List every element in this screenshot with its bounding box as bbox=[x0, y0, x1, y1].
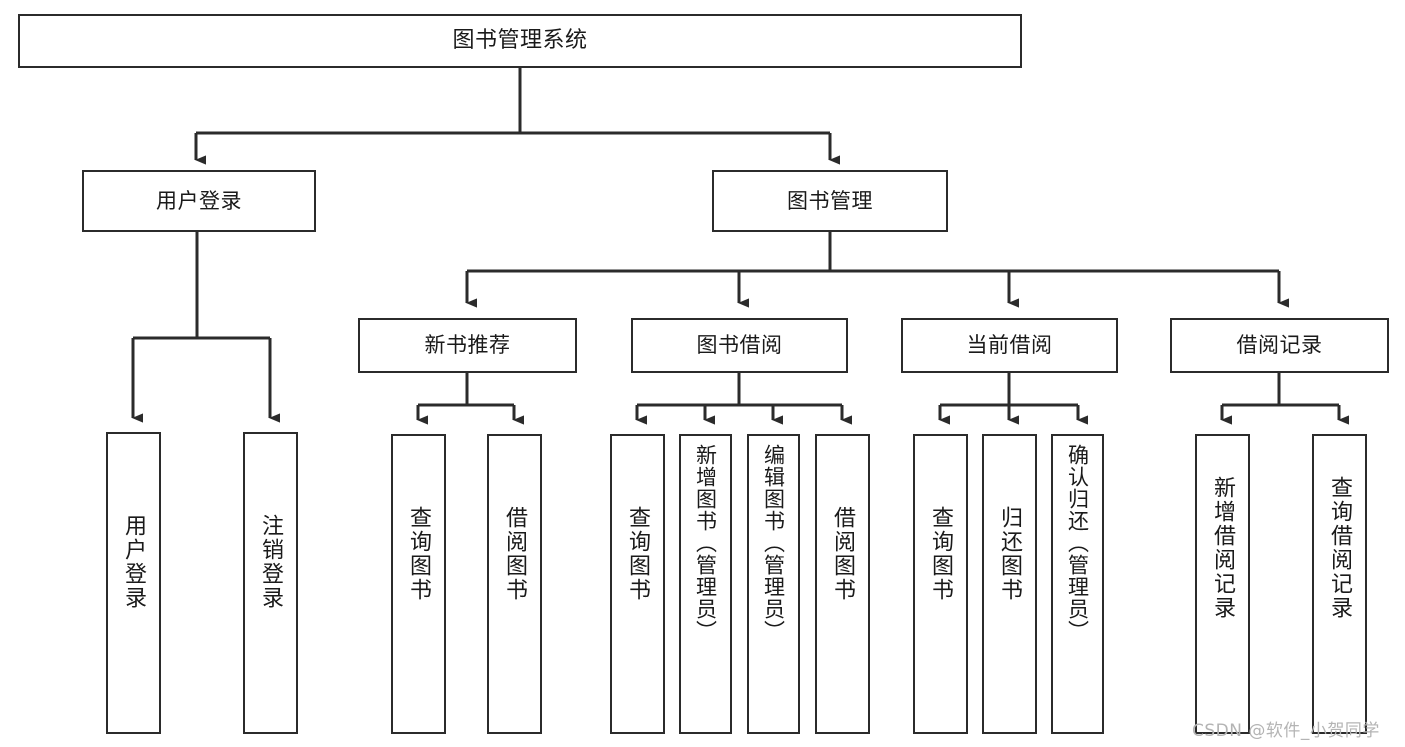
node-label: 借阅图书 bbox=[502, 506, 528, 602]
node-leaf-user-logout[interactable]: 注销登录 bbox=[243, 432, 298, 734]
node-current-borrow[interactable]: 当前借阅 bbox=[901, 318, 1118, 373]
node-root-system[interactable]: 图书管理系统 bbox=[18, 14, 1022, 68]
node-leaf-borrow-book-1[interactable]: 借阅图书 bbox=[487, 434, 542, 734]
node-label: 确认归还（管理员） bbox=[1065, 444, 1090, 642]
node-label: 查询图书 bbox=[406, 506, 432, 602]
node-label: 图书借阅 bbox=[696, 333, 783, 358]
node-leaf-add-book[interactable]: 新增图书（管理员） bbox=[679, 434, 732, 734]
node-leaf-return-book[interactable]: 归还图书 bbox=[982, 434, 1037, 734]
node-label: 新增借阅记录 bbox=[1210, 476, 1236, 620]
node-label: 查询借阅记录 bbox=[1327, 476, 1353, 620]
node-book-manage[interactable]: 图书管理 bbox=[712, 170, 948, 232]
node-label: 注销登录 bbox=[258, 514, 284, 610]
node-leaf-user-login[interactable]: 用户登录 bbox=[106, 432, 161, 734]
node-leaf-add-record[interactable]: 新增借阅记录 bbox=[1195, 434, 1250, 734]
node-leaf-borrow-book-2[interactable]: 借阅图书 bbox=[815, 434, 870, 734]
node-label: 图书管理 bbox=[787, 188, 873, 213]
node-label: 用户登录 bbox=[121, 514, 147, 610]
node-leaf-query-book-1[interactable]: 查询图书 bbox=[391, 434, 446, 734]
node-label: 借阅记录 bbox=[1236, 333, 1323, 358]
node-borrow-record[interactable]: 借阅记录 bbox=[1170, 318, 1389, 373]
node-leaf-edit-book[interactable]: 编辑图书（管理员） bbox=[747, 434, 800, 734]
node-book-borrow[interactable]: 图书借阅 bbox=[631, 318, 848, 373]
node-user-login[interactable]: 用户登录 bbox=[82, 170, 316, 232]
node-label: 用户登录 bbox=[156, 188, 242, 213]
node-label: 新增图书（管理员） bbox=[693, 444, 718, 642]
node-label: 当前借阅 bbox=[966, 333, 1053, 358]
node-leaf-confirm-return[interactable]: 确认归还（管理员） bbox=[1051, 434, 1104, 734]
node-leaf-query-book-2[interactable]: 查询图书 bbox=[610, 434, 665, 734]
node-leaf-query-record[interactable]: 查询借阅记录 bbox=[1312, 434, 1367, 734]
node-label: 查询图书 bbox=[625, 506, 651, 602]
node-leaf-query-book-3[interactable]: 查询图书 bbox=[913, 434, 968, 734]
node-label: 图书管理系统 bbox=[452, 28, 588, 54]
node-label: 归还图书 bbox=[997, 506, 1023, 602]
node-label: 编辑图书（管理员） bbox=[761, 444, 786, 642]
node-new-book-recommend[interactable]: 新书推荐 bbox=[358, 318, 577, 373]
node-label: 查询图书 bbox=[928, 506, 954, 602]
node-label: 新书推荐 bbox=[424, 333, 511, 358]
node-label: 借阅图书 bbox=[830, 506, 856, 602]
